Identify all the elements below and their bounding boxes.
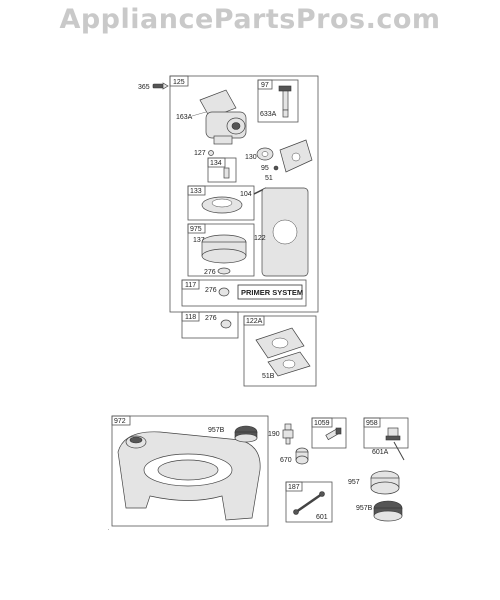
frame-97	[257, 79, 299, 123]
callout-601A[interactable]: 601A	[372, 449, 389, 456]
cap-957B-b-part[interactable]	[373, 500, 403, 522]
screw-633A-part[interactable]	[282, 109, 289, 118]
callout-122A[interactable]: 122A	[246, 318, 263, 325]
stray-mark: .	[108, 526, 109, 532]
callout-box-975	[187, 223, 206, 234]
frame-122A	[243, 315, 317, 387]
screw-95-part[interactable]	[273, 165, 279, 171]
frame-958	[363, 417, 409, 449]
spring-127-part[interactable]	[208, 150, 214, 156]
callout-365[interactable]: 365	[138, 84, 150, 91]
callout-276-b[interactable]: 276	[205, 287, 217, 294]
callout-117[interactable]: 117	[185, 282, 196, 289]
callout-95[interactable]: 95	[261, 165, 269, 172]
callout-187[interactable]: 187	[288, 484, 300, 491]
float-133-part[interactable]	[201, 196, 243, 214]
callout-957B-a[interactable]: 957B	[208, 427, 225, 434]
blower-housing-972-part[interactable]	[117, 431, 261, 521]
gasket-51-part[interactable]	[279, 139, 313, 173]
screw-365-part[interactable]	[152, 82, 169, 90]
choke-lever-97-part[interactable]	[278, 85, 292, 111]
callout-box-117	[181, 279, 200, 290]
callout-box-97	[257, 79, 273, 90]
callout-51B[interactable]: 51B	[262, 373, 275, 380]
carburetor-163A-part[interactable]	[199, 89, 247, 145]
callout-163A[interactable]: 163A	[176, 114, 193, 121]
fuel-line-187-part[interactable]	[293, 491, 325, 515]
gasket-51B-part[interactable]	[267, 351, 311, 377]
carburetor-assembly-frame	[169, 75, 319, 313]
leader-163A	[191, 111, 207, 117]
callout-51[interactable]: 51	[265, 175, 273, 182]
callout-130[interactable]: 130	[245, 154, 257, 161]
gasket-130-part[interactable]	[256, 147, 274, 161]
callout-97[interactable]: 97	[261, 82, 269, 89]
primer-276-b-part[interactable]	[218, 287, 230, 297]
callout-127[interactable]: 127	[194, 150, 206, 157]
callout-601[interactable]: 601	[316, 514, 328, 521]
callout-box-187	[285, 481, 303, 492]
cap-957-part[interactable]	[370, 470, 400, 495]
callout-box-122A	[243, 315, 265, 326]
callout-box-972	[111, 415, 131, 426]
callout-972[interactable]: 972	[114, 418, 126, 425]
blower-housing-frame	[111, 415, 269, 527]
callout-box-134	[207, 157, 226, 168]
callout-958[interactable]: 958	[366, 420, 378, 427]
cap-957B-a-part[interactable]	[234, 425, 258, 443]
breather-958-part[interactable]	[385, 427, 401, 441]
frame-975	[187, 223, 255, 277]
callout-276-c[interactable]: 276	[205, 315, 217, 322]
site-watermark: AppliancePartsPros.com	[59, 4, 441, 35]
callout-133[interactable]: 133	[190, 188, 202, 195]
frame-187	[285, 481, 333, 523]
fitting-190-part[interactable]	[282, 423, 294, 445]
callout-633A[interactable]: 633A	[260, 111, 277, 118]
primer-276-c-part[interactable]	[220, 319, 232, 329]
callout-957[interactable]: 957	[348, 479, 360, 486]
callout-276-a[interactable]: 276	[204, 269, 216, 276]
callout-134[interactable]: 134	[210, 160, 222, 167]
callout-box-1059	[311, 417, 333, 428]
callout-190[interactable]: 190	[268, 431, 280, 438]
callout-box-133	[187, 185, 206, 196]
frame-118	[181, 311, 239, 339]
callout-670[interactable]: 670	[280, 457, 292, 464]
callout-125[interactable]: 125	[173, 79, 185, 86]
frame-133	[187, 185, 255, 221]
clamp-601A-part[interactable]	[393, 441, 405, 461]
spacer-122A-part[interactable]	[255, 327, 305, 359]
callout-122[interactable]: 122	[254, 235, 266, 242]
washer-276-a-part[interactable]	[217, 267, 231, 275]
frame-117	[181, 279, 307, 307]
callout-box-958	[363, 417, 381, 428]
primer-system-box	[237, 284, 303, 300]
gasket-122-part[interactable]	[261, 187, 309, 277]
callout-137[interactable]: 137	[193, 237, 205, 244]
callout-957B-b[interactable]: 957B	[356, 505, 373, 512]
needle-134-part[interactable]	[223, 167, 230, 179]
callout-1059[interactable]: 1059	[314, 420, 330, 427]
bowl-137-part[interactable]	[201, 234, 247, 264]
callout-104[interactable]: 104	[240, 191, 252, 198]
callout-975[interactable]: 975	[190, 226, 202, 233]
primer-system-label: PRIMER SYSTEM	[241, 288, 303, 297]
callout-118[interactable]: 118	[185, 314, 196, 321]
bolt-1059-part[interactable]	[325, 427, 342, 441]
callout-box-118	[181, 311, 200, 322]
spacer-670-part[interactable]	[295, 447, 309, 465]
callout-box-125	[169, 75, 189, 87]
